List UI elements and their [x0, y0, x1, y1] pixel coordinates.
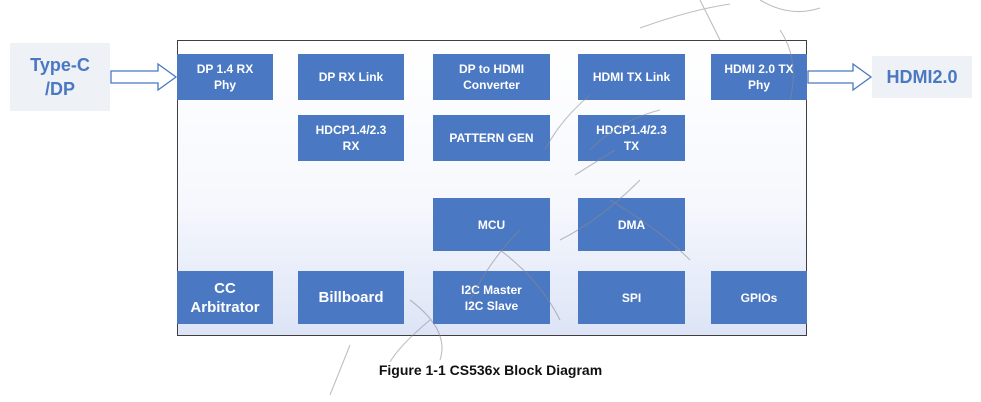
- dp-rx-phy-block: DP 1.4 RX Phy: [177, 54, 273, 100]
- hdmi-tx-link-block: HDMI TX Link: [578, 54, 685, 100]
- dma-block: DMA: [578, 198, 685, 251]
- dp-to-hdmi-converter-block: DP to HDMI Converter: [433, 54, 550, 100]
- input-arrow-icon: [110, 62, 178, 92]
- hdmi-tx-phy-block: HDMI 2.0 TX Phy: [711, 54, 807, 100]
- pattern-gen-block: PATTERN GEN: [433, 115, 550, 161]
- spi-block: SPI: [578, 271, 685, 324]
- gpios-block: GPIOs: [711, 271, 807, 324]
- type-c-dp-label: Type-C /DP: [10, 43, 110, 111]
- cc-arbitrator-block: CC Arbitrator: [177, 271, 273, 324]
- hdcp-tx-block: HDCP1.4/2.3 TX: [578, 115, 685, 161]
- billboard-block: Billboard: [298, 271, 404, 324]
- hdcp-rx-block: HDCP1.4/2.3 RX: [298, 115, 404, 161]
- i2c-block: I2C Master I2C Slave: [433, 271, 550, 324]
- mcu-block: MCU: [433, 198, 550, 251]
- figure-caption: Figure 1-1 CS536x Block Diagram: [378, 362, 603, 378]
- output-arrow-icon: [807, 62, 873, 92]
- hdmi-output-label: HDMI2.0: [872, 56, 972, 98]
- dp-rx-link-block: DP RX Link: [298, 54, 404, 100]
